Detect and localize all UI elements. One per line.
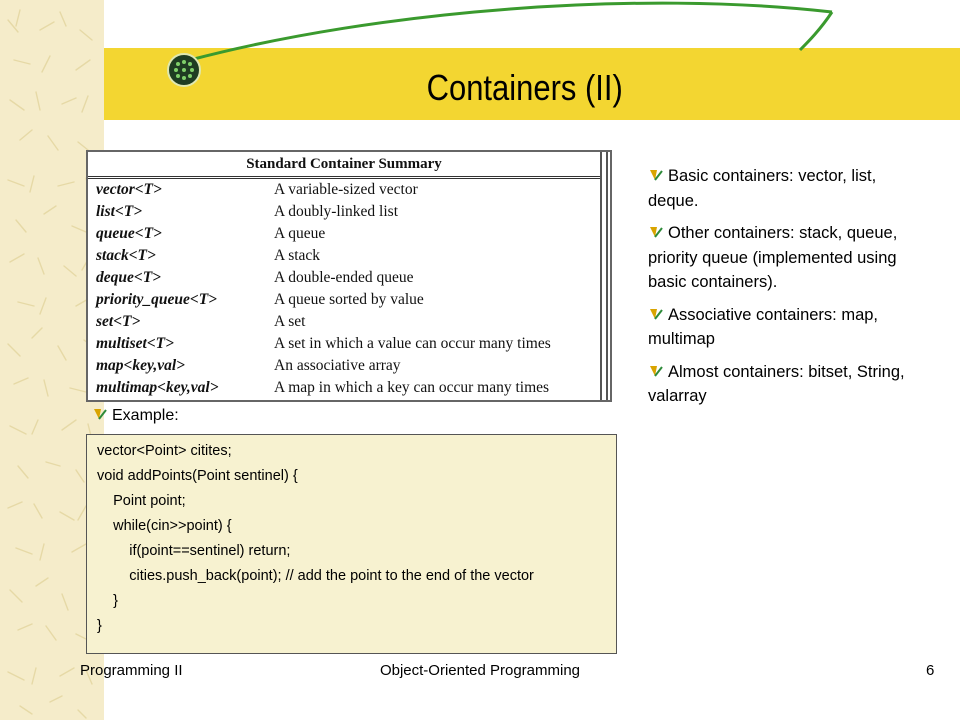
decorative-pattern [7, 9, 99, 719]
container-name: multiset<T> [96, 335, 174, 352]
code-line: Point point; [97, 493, 186, 509]
bullet-text: Other containers: stack, queue, priority… [648, 224, 898, 291]
bullet-item: Basic containers: vector, list, deque. [648, 164, 908, 213]
container-description: A set in which a value can occur many ti… [274, 335, 551, 352]
container-name: queue<T> [96, 225, 162, 242]
code-line: void addPoints(Point sentinel) { [97, 468, 298, 484]
footer-subject: Object-Oriented Programming [379, 662, 581, 679]
example-label: Example: [112, 407, 179, 424]
footer-course: Programming II [80, 662, 183, 679]
container-description: A doubly-linked list [274, 203, 398, 220]
container-name: vector<T> [96, 181, 162, 198]
bullet-icon [650, 227, 663, 238]
container-name: deque<T> [96, 269, 162, 286]
container-name: stack<T> [96, 247, 156, 264]
table-border-line [606, 152, 608, 400]
container-name: map<key,val> [96, 357, 185, 374]
container-name: set<T> [96, 313, 141, 330]
container-description: A queue [274, 225, 326, 242]
bullet-icon [94, 409, 107, 420]
table-heading-rule [88, 178, 600, 179]
globe-icon [167, 53, 201, 87]
table-border-line [600, 152, 602, 400]
slide-title: Containers (II) [426, 67, 623, 108]
code-line: cities.push_back(point); // add the poin… [97, 568, 534, 584]
code-line: } [97, 618, 102, 634]
container-description: A map in which a key can occur many time… [274, 379, 550, 396]
code-line: vector<Point> citites; [97, 443, 232, 459]
container-description: A queue sorted by value [274, 291, 424, 308]
bullet-icon [650, 170, 663, 181]
bullet-icon [650, 365, 663, 377]
container-summary-table: Standard Container Summary vector<T> A v… [86, 150, 612, 402]
container-name: list<T> [96, 203, 143, 220]
bullet-item: Almost containers: bitset, String, valar… [648, 360, 908, 409]
bullet-icon [650, 308, 663, 320]
container-description: A set [274, 313, 306, 330]
code-line: if(point==sentinel) return; [97, 543, 291, 559]
bullet-item: Other containers: stack, queue, priority… [648, 221, 908, 295]
bullet-text: Associative containers: map, multimap [648, 305, 879, 349]
page-number: 6 [926, 662, 935, 679]
container-name: multimap<key,val> [96, 379, 219, 396]
code-line: } [97, 593, 118, 609]
code-line: while(cin>>point) { [97, 518, 232, 534]
bullet-text: Almost containers: bitset, String, valar… [648, 362, 905, 406]
bullet-text: Basic containers: vector, list, deque. [648, 167, 877, 210]
container-name: priority_queue<T> [96, 291, 217, 308]
container-description: A stack [274, 247, 321, 264]
bullet-list: Basic containers: vector, list, deque. O… [648, 164, 908, 417]
example-bullet: Example: [92, 407, 179, 425]
container-description: A double-ended queue [274, 269, 414, 286]
container-description: A variable-sized vector [274, 181, 418, 198]
code-example-box: vector<Point> citites; void addPoints(Po… [86, 434, 617, 654]
table-heading: Standard Container Summary [246, 156, 442, 172]
bullet-item: Associative containers: map, multimap [648, 303, 908, 352]
container-description: An associative array [274, 357, 401, 374]
title-band [104, 48, 960, 120]
table-heading-rule [88, 176, 600, 177]
decorative-swoosh [189, 1, 834, 62]
